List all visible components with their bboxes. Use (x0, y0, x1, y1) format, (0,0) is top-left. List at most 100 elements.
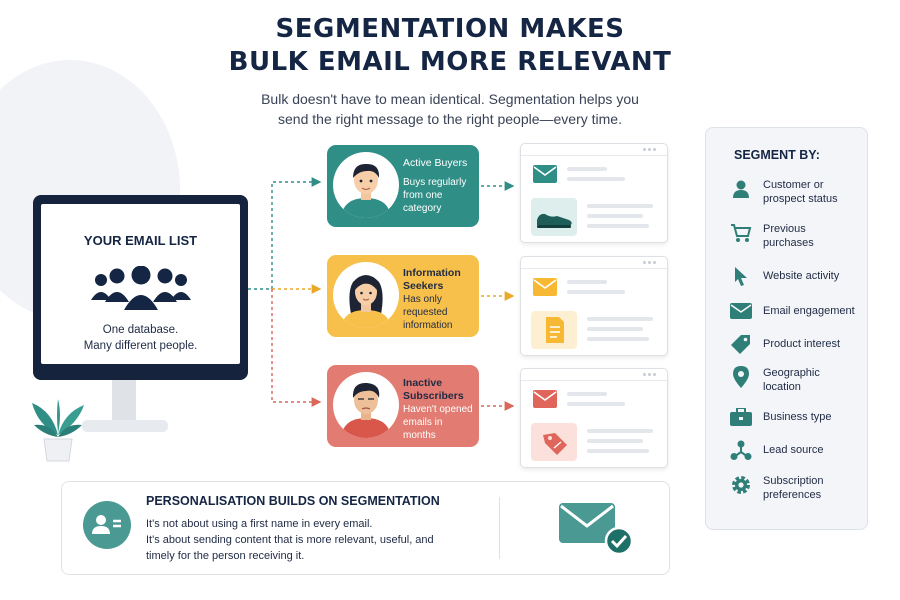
text-line (587, 317, 653, 321)
avatar (333, 152, 399, 218)
man-avatar-icon (341, 163, 391, 218)
monitor-base (82, 420, 168, 432)
personalisation-box: PERSONALISATION BUILDS ON SEGMENTATION I… (61, 481, 670, 575)
text-line (567, 280, 607, 284)
criterion-label: Business type (763, 411, 832, 423)
contact-card-icon (83, 501, 131, 549)
man-avatar-icon (341, 382, 391, 438)
desc-line: emails in (403, 417, 443, 428)
gear-icon (730, 474, 752, 496)
personalisation-text: It's not about using a first name in eve… (146, 516, 486, 564)
email-preview-inactive-subscribers (520, 368, 668, 468)
people-group-icon (91, 266, 191, 310)
caption-line2: Many different people. (83, 340, 198, 352)
monitor-stand (112, 380, 136, 422)
segment-name-line: Subscribers (403, 390, 464, 402)
text-line (587, 214, 643, 218)
envelope-icon (533, 390, 557, 408)
segment-name-line: Inactive (403, 377, 443, 389)
segment-name-line: Seekers (403, 280, 444, 292)
caption-line1: One database. (102, 324, 179, 336)
email-window-bar (521, 144, 667, 156)
desc-line: Has only (403, 294, 442, 305)
envelope-icon (730, 300, 752, 322)
page-title-line1: SEGMENTATION MAKES (275, 14, 625, 44)
desc-line: months (403, 430, 436, 441)
desc-line: Buys regularly (403, 177, 467, 188)
email-preview-information-seekers (520, 256, 668, 356)
monitor-screen: YOUR EMAIL LIST One database. Many diffe… (41, 204, 240, 364)
text-line3: timely for the person receiving it. (146, 550, 305, 562)
page-subtitle: Bulk doesn't have to mean identical. Seg… (0, 89, 900, 129)
segment-information-seekers: Information Seekers Has only requested i… (327, 255, 479, 337)
email-list-title: YOUR EMAIL LIST (83, 233, 198, 248)
email-list-caption: One database. Many different people. (41, 322, 240, 354)
briefcase-icon (730, 406, 752, 428)
desc-line: requested (403, 307, 448, 318)
email-list-monitor: YOUR EMAIL LIST One database. Many diffe… (33, 195, 248, 380)
page-title-line2: BULK EMAIL MORE RELEVANT (228, 47, 672, 77)
document-icon (531, 311, 577, 349)
criterion-label: Product interest (763, 338, 841, 350)
text-line (587, 449, 649, 453)
segment-by-title: SEGMENT BY: (734, 148, 820, 162)
criterion-label: Email engagement (763, 305, 855, 317)
text-line2: It's about sending content that is more … (146, 534, 434, 546)
desc-line: information (403, 320, 453, 331)
text-line (567, 290, 625, 294)
text-line (567, 167, 607, 171)
text-line (567, 177, 625, 181)
plant-icon (32, 399, 84, 462)
tag-icon (730, 333, 752, 355)
email-preview-active-buyers (520, 143, 668, 243)
location-pin-icon (730, 366, 752, 388)
person-icon (730, 178, 752, 200)
segment-description: Buys regularly from one category (403, 176, 466, 215)
segment-description: Has only requested information (403, 293, 452, 332)
personalisation-title: PERSONALISATION BUILDS ON SEGMENTATION (146, 494, 440, 508)
segment-inactive-subscribers: Inactive Subscribers Haven't opened emai… (327, 365, 479, 447)
text-line (567, 402, 625, 406)
email-window-bar (521, 257, 667, 269)
text-line (567, 392, 607, 396)
shoe-icon (531, 198, 577, 236)
segment-active-buyers: Active Buyers Buys regularly from one ca… (327, 145, 479, 227)
text-line (587, 204, 653, 208)
avatar (333, 262, 399, 328)
segment-description: Haven't opened emails in months (403, 403, 473, 442)
segment-name-line: Active Buyers (403, 157, 468, 169)
criterion-label: Lead source (763, 444, 824, 456)
subtitle-line1: Bulk doesn't have to mean identical. Seg… (261, 91, 639, 107)
discount-tag-icon (531, 423, 577, 461)
desc-line: category (403, 203, 442, 214)
text-line (587, 337, 649, 341)
text-line (587, 439, 643, 443)
envelope-icon (533, 278, 557, 296)
segment-name: Information Seekers (403, 267, 461, 293)
desc-line: Haven't opened (403, 404, 473, 415)
cursor-icon (730, 265, 752, 287)
text-line (587, 327, 643, 331)
desc-line: from one (403, 190, 443, 201)
criterion-label: Website activity (763, 270, 840, 282)
text-line (587, 429, 653, 433)
text-line (587, 224, 649, 228)
envelope-icon (533, 165, 557, 183)
subtitle-line2: send the right message to the right peop… (278, 111, 622, 127)
text-line1: It's not about using a first name in eve… (146, 518, 373, 530)
email-check-icon (559, 503, 634, 556)
divider (499, 497, 500, 559)
email-window-bar (521, 369, 667, 381)
cart-icon (730, 222, 752, 244)
avatar (333, 372, 399, 438)
woman-avatar-icon (341, 275, 391, 328)
segment-name: Active Buyers (403, 157, 467, 170)
segment-name: Inactive Subscribers (403, 377, 464, 403)
network-icon (730, 439, 752, 461)
